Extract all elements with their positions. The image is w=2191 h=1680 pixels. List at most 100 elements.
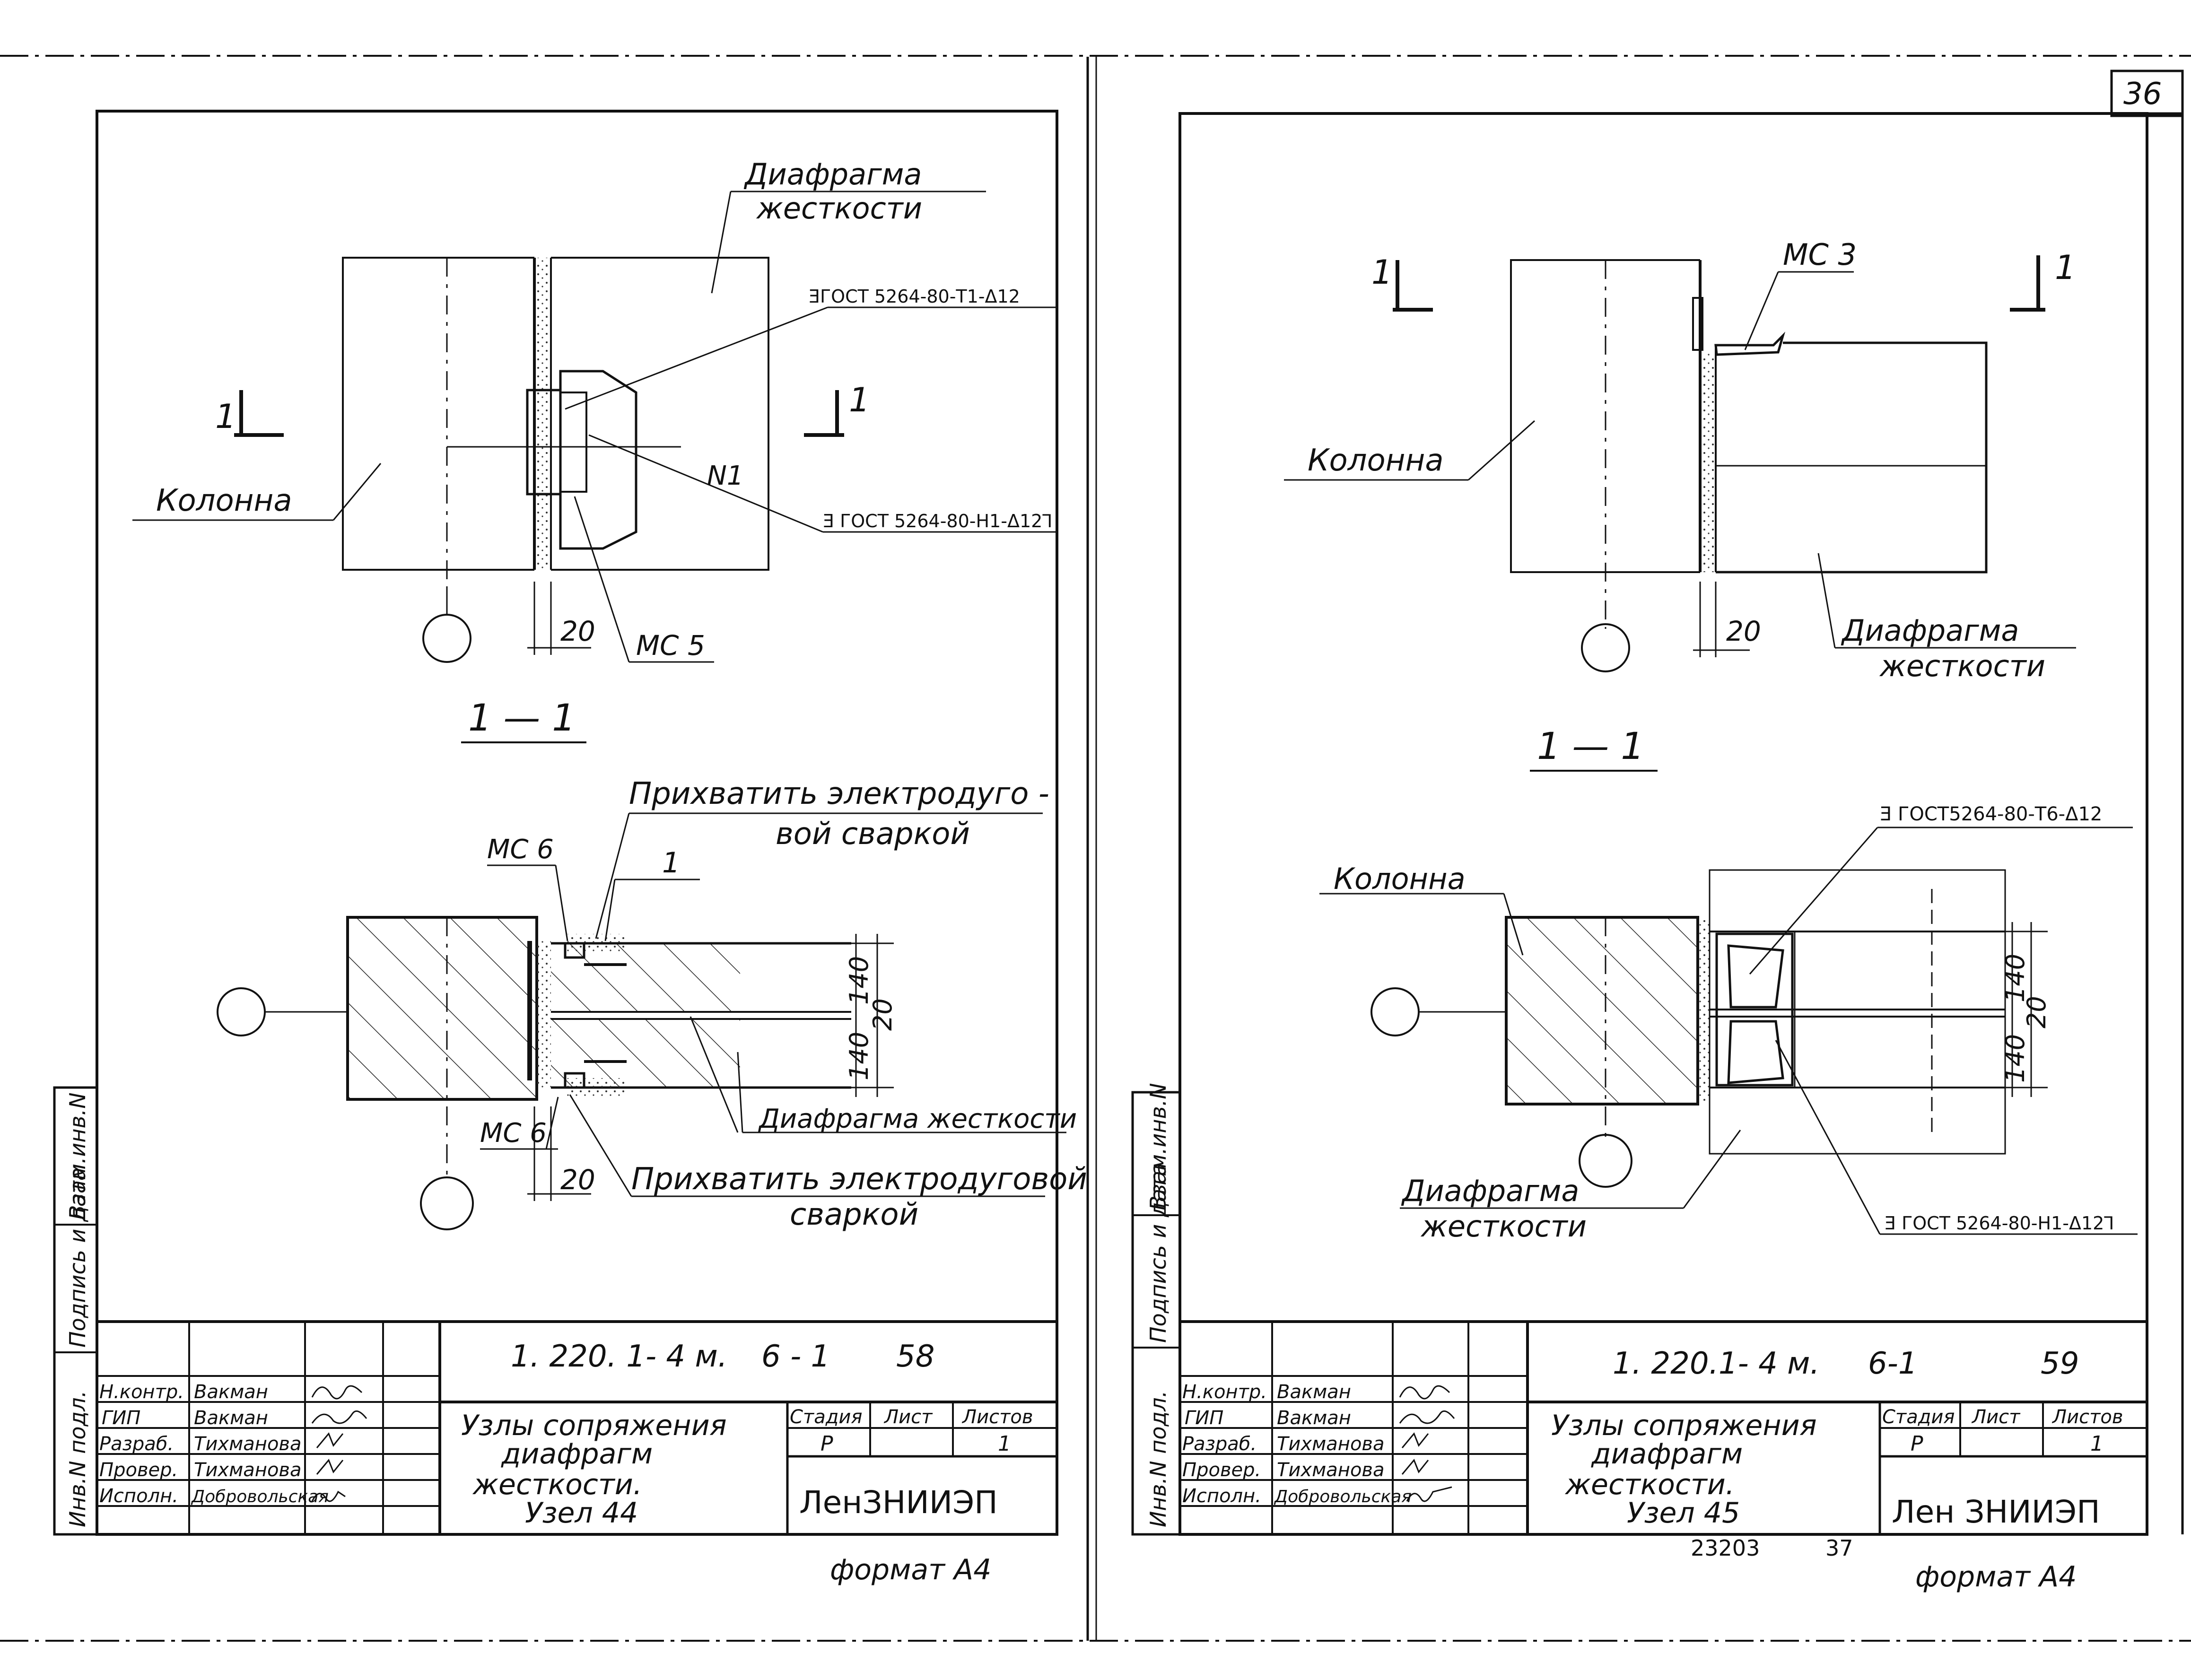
- right-label-mc3: МС 3: [1783, 237, 1857, 272]
- right-label-diaphragm-b2: жесткости: [1420, 1209, 1587, 1244]
- left-stamp-name-1: Вакман: [194, 1407, 268, 1429]
- left-stamp-sheet-no: 58: [896, 1339, 934, 1374]
- right-footer-num2: 37: [1825, 1535, 1853, 1561]
- left-stamp-name-2: Тихманова: [194, 1433, 302, 1455]
- right-side-strip: Инв.N подл. Подпись и дата Взам.инв.N: [1131, 1083, 1181, 1536]
- left-stamp-stage: Р: [821, 1432, 833, 1456]
- right-label-diaphragm2: жесткости: [1879, 649, 2045, 683]
- right-side-label-sign: Подпись и дата: [1145, 1163, 1171, 1343]
- right-label-gost2: Ǝ ГОСТ 5264-80-Н1-Δ12ꓶ: [1885, 1213, 2114, 1234]
- right-stamp-title3: жесткости.: [1564, 1468, 1735, 1501]
- right-stamp-role-2: Разраб.: [1182, 1433, 1257, 1455]
- left-label-mc5: МС 5: [636, 629, 705, 662]
- right-dim-20-v: 20: [2022, 996, 2051, 1028]
- right-stamp-stage: Р: [1911, 1432, 1923, 1456]
- left-side-label-inv: Инв.N подл.: [65, 1391, 90, 1527]
- left-label-weld-bottom: Прихватить электродуговой: [631, 1162, 1087, 1197]
- right-section-view: [1319, 827, 2138, 1235]
- left-label-diaphragm-top: Диафрагма: [743, 157, 922, 192]
- right-section-mark-b: 1: [2055, 248, 2076, 287]
- right-stamp-role-4: Исполн.: [1182, 1485, 1261, 1507]
- left-section-mark-a: 1: [215, 397, 236, 436]
- left-dim-20-b: 20: [560, 1164, 595, 1196]
- right-stamp-code: 1. 220.1- 4 м.: [1613, 1346, 1820, 1381]
- left-dim-20-v: 20: [868, 998, 898, 1031]
- right-stamp-title2: диафрагм: [1591, 1437, 1743, 1471]
- right-stamp-name-3: Тихманова: [1277, 1459, 1385, 1481]
- right-stamp-title1: Узлы сопряжения: [1551, 1409, 1817, 1442]
- left-format: формат А4: [830, 1553, 991, 1586]
- left-side-label-vzam: Взам.инв.N: [65, 1092, 90, 1220]
- left-stamp-role-3: Провер.: [99, 1459, 178, 1481]
- right-stamp-sheets-h: Листов: [2051, 1406, 2123, 1428]
- right-stamp-name-4: Добровольская: [1274, 1487, 1412, 1506]
- left-stamp-title3: жесткости.: [472, 1468, 642, 1501]
- right-side-label-inv: Инв.N подл.: [1145, 1391, 1171, 1527]
- left-stamp-title1: Узлы сопряжения: [461, 1409, 727, 1442]
- right-stamp-sheet-no: 59: [2041, 1346, 2079, 1381]
- right-section-mark-a: 1: [1371, 253, 1393, 292]
- right-label-diaphragm-b: Диафрагма: [1401, 1174, 1579, 1208]
- left-stamp-org: ЛенЗНИИЭП: [799, 1484, 998, 1521]
- page-number: 36: [2123, 77, 2162, 112]
- left-section-view: [217, 812, 1066, 1230]
- right-dim-140a: 140: [2000, 954, 2030, 1002]
- left-stamp-title4: Узел 44: [525, 1497, 638, 1530]
- left-plan-view: [132, 191, 1057, 663]
- left-section-mark-b: 1: [849, 381, 870, 419]
- left-side-label-sign: Подпись и дата: [65, 1167, 90, 1348]
- left-stamp-name-3: Тихманова: [194, 1459, 302, 1481]
- left-dim-140a: 140: [844, 956, 874, 1005]
- left-stamp-issue: 6 - 1: [761, 1339, 830, 1374]
- right-stamp-sheets: 1: [2090, 1432, 2104, 1456]
- right-label-diaphragm: Диафрагма: [1841, 613, 2019, 648]
- right-stamp-sheet-h: Лист: [1971, 1406, 2021, 1428]
- right-stamp-name-0: Вакман: [1277, 1381, 1351, 1403]
- right-side-label-vzam: Взам.инв.N: [1145, 1083, 1171, 1210]
- right-section-title: 1 — 1: [1537, 725, 1644, 768]
- left-stamp-role-1: ГИП: [102, 1407, 140, 1429]
- left-section-title: 1 — 1: [468, 697, 576, 740]
- left-label-column: Колонна: [156, 483, 292, 518]
- right-dim-140b: 140: [2000, 1034, 2030, 1083]
- left-label-diaphragm-bottom: Диафрагма жесткости: [758, 1104, 1077, 1134]
- left-label-weld-bottom2: сваркой: [790, 1197, 918, 1232]
- right-stamp-role-0: Н.контр.: [1182, 1381, 1267, 1403]
- right-label-gost1: Ǝ ГОСТ5264-80-Т6-Δ12: [1880, 803, 2102, 825]
- right-label-column: Колонна: [1308, 443, 1444, 478]
- left-signatures: [311, 1385, 367, 1502]
- left-stamp-code: 1. 220. 1- 4 м.: [511, 1339, 727, 1374]
- left-label-mc6-bottom: МС 6: [480, 1118, 547, 1149]
- left-stamp-role-4: Исполн.: [99, 1485, 178, 1507]
- right-stamp-role-3: Провер.: [1182, 1459, 1261, 1481]
- left-label-gost2: Ǝ ГОСТ 5264-80-Н1-Δ12ꓶ: [823, 511, 1052, 531]
- left-side-strip: Инв.N подл. Подпись и дата Взам.инв.N: [53, 1086, 98, 1536]
- right-footer-num1: 23203: [1691, 1535, 1760, 1561]
- right-signatures: [1399, 1385, 1455, 1502]
- right-stamp-title4: Узел 45: [1627, 1497, 1740, 1530]
- right-stamp-name-1: Вакман: [1277, 1407, 1351, 1429]
- left-stamp-sheets-h: Листов: [961, 1406, 1033, 1428]
- right-stamp-name-2: Тихманова: [1277, 1433, 1385, 1455]
- left-label-weld-top: Прихватить электродуго -: [629, 776, 1049, 811]
- right-stamp-org: Лен ЗНИИЭП: [1892, 1494, 2100, 1530]
- left-label-weld-top2: вой сваркой: [776, 817, 970, 852]
- left-label-n1: N1: [707, 461, 744, 491]
- left-stamp-name-4: Добровольская: [191, 1487, 329, 1506]
- left-stamp-role-2: Разраб.: [99, 1433, 174, 1455]
- left-stamp-sheet-h: Лист: [883, 1406, 933, 1428]
- left-dim-20: 20: [560, 615, 595, 647]
- left-label-diaphragm-top2: жесткости: [756, 191, 922, 226]
- right-stamp-role-1: ГИП: [1185, 1407, 1223, 1429]
- right-stamp-stage-h: Стадия: [1882, 1406, 1955, 1428]
- left-label-gost1: ƎГОСТ 5264-80-Т1-Δ12: [809, 286, 1020, 307]
- right-stamp-issue: 6-1: [1868, 1346, 1918, 1381]
- left-label-pos1: 1: [662, 846, 680, 879]
- right-label-column2: Колонна: [1334, 862, 1466, 896]
- left-stamp: [96, 1320, 1058, 1536]
- left-dim-140b: 140: [844, 1032, 874, 1080]
- right-dim-20: 20: [1726, 615, 1761, 647]
- left-stamp-name-0: Вакман: [194, 1381, 268, 1403]
- right-format: формат А4: [1915, 1560, 2077, 1593]
